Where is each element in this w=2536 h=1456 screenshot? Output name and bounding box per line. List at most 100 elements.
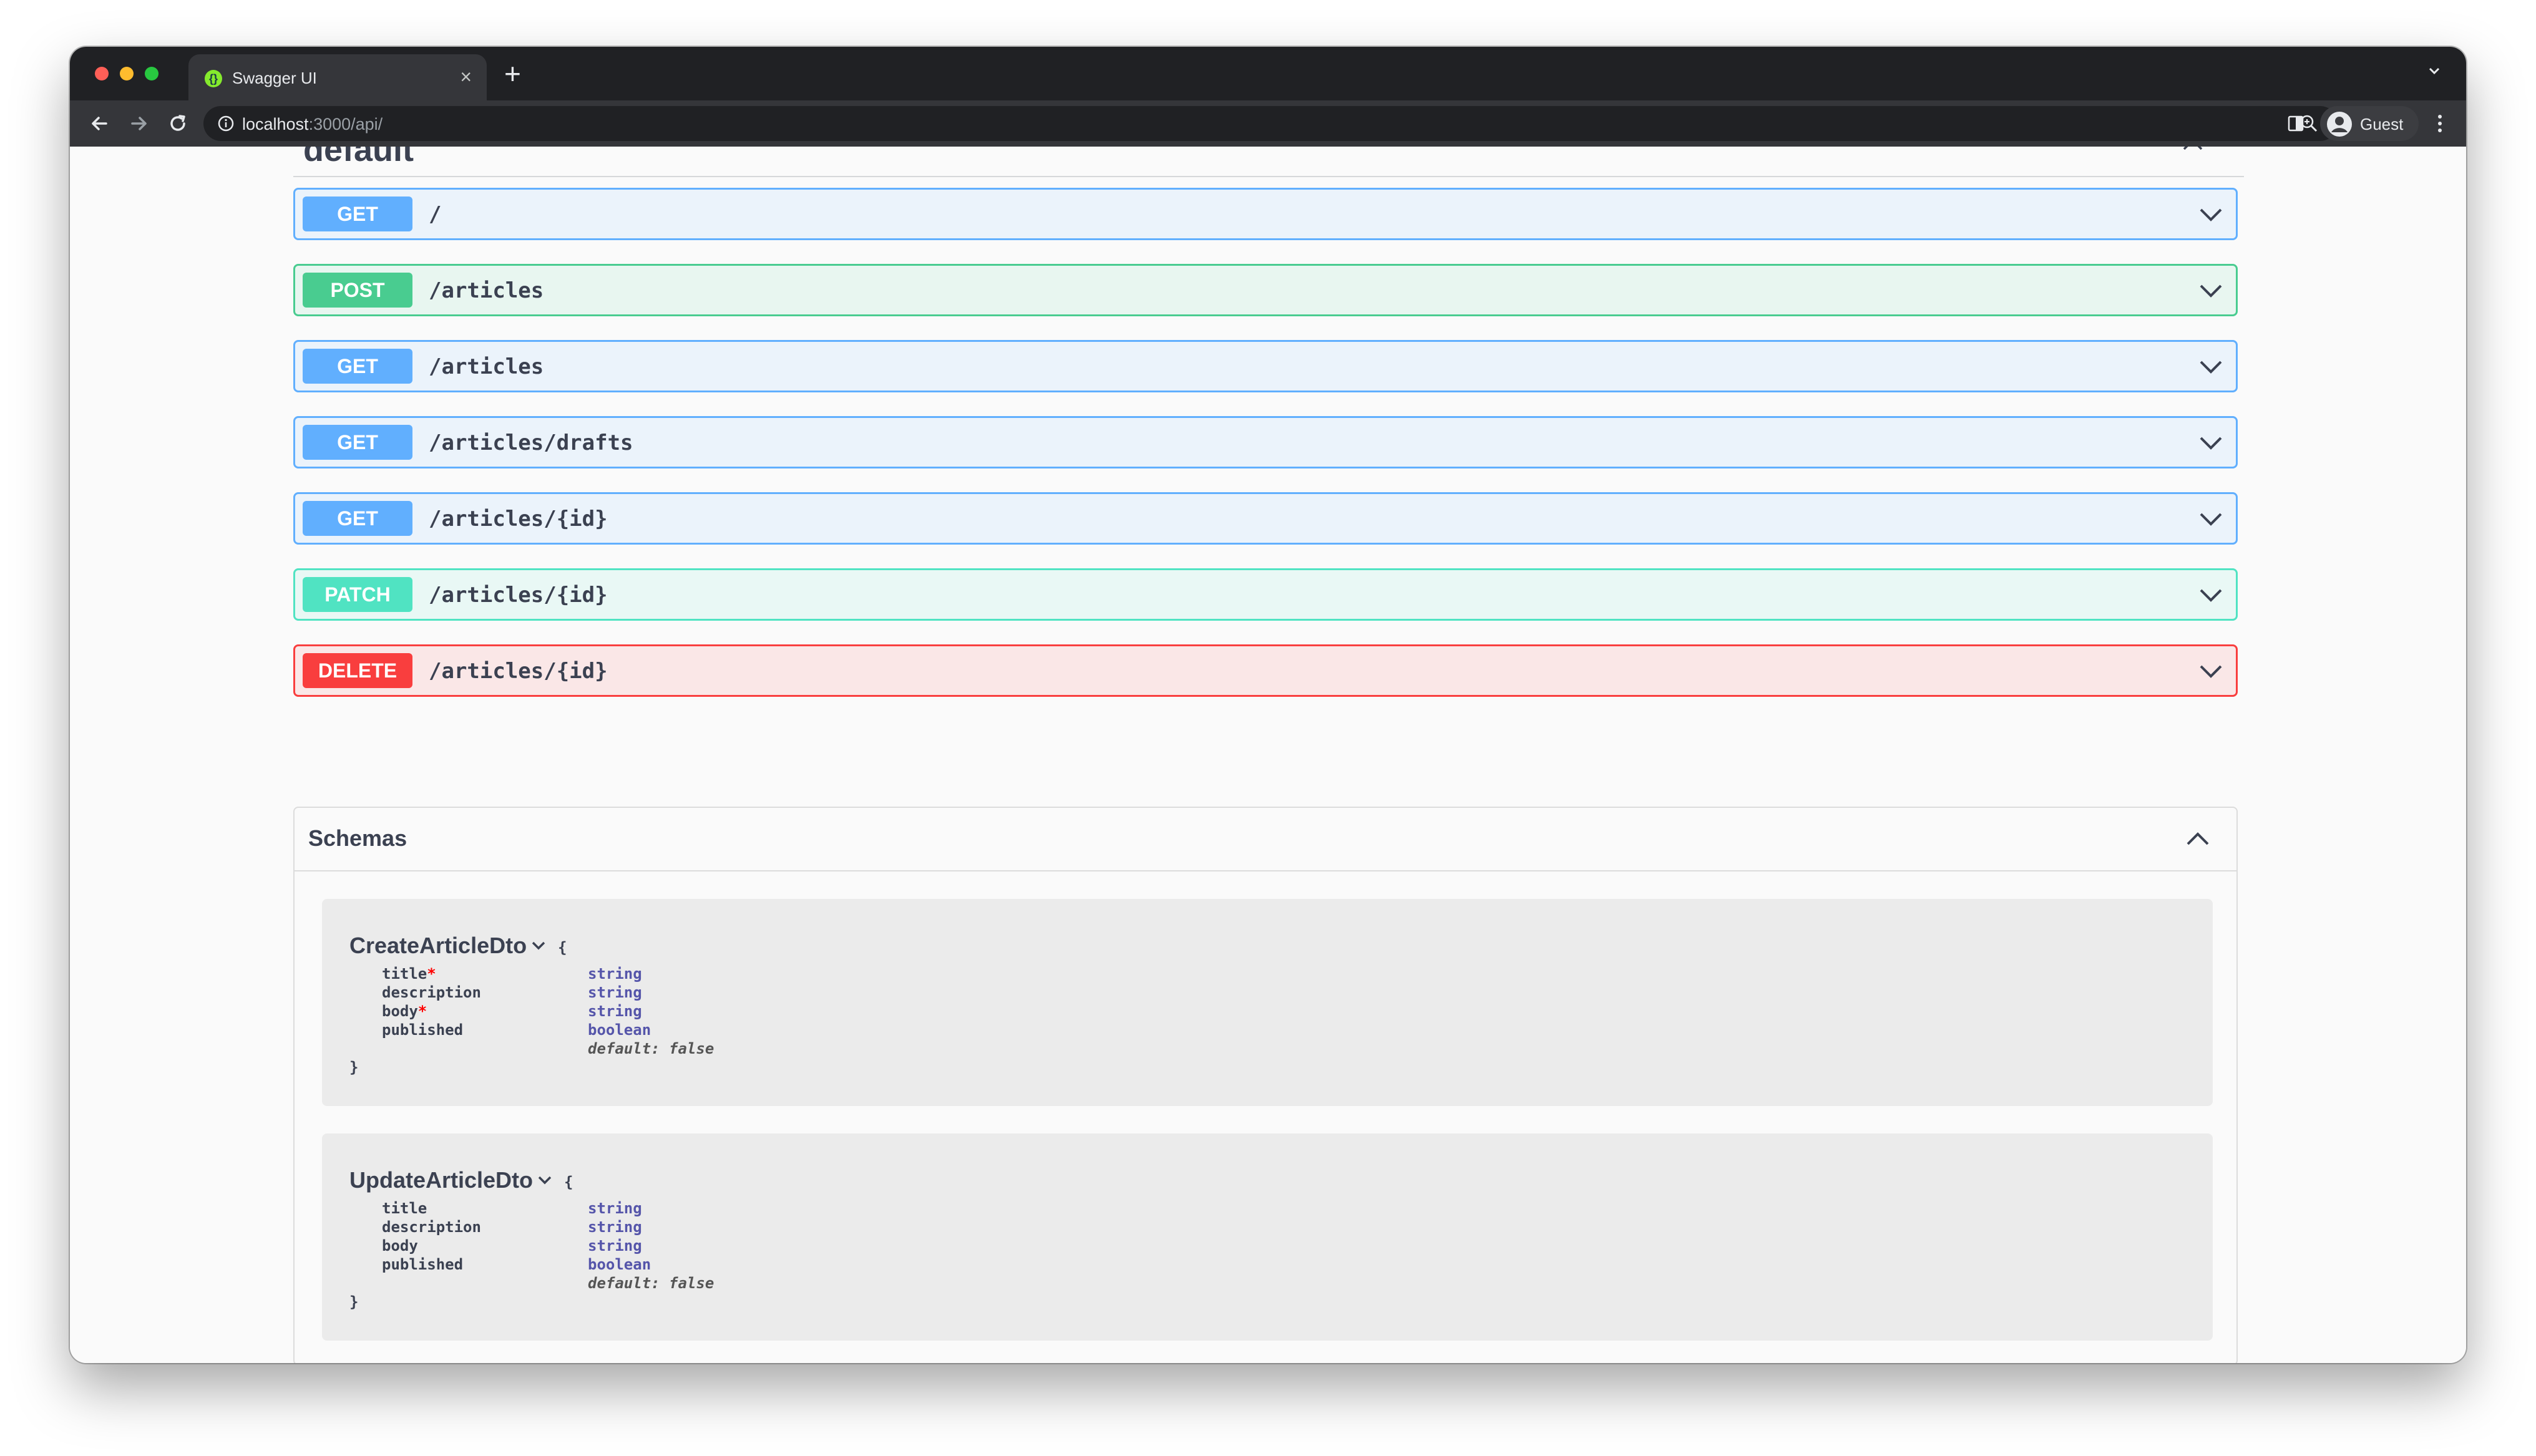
required-marker: *: [427, 965, 436, 983]
chevron-down-icon[interactable]: [2197, 583, 2225, 611]
chevron-down-icon[interactable]: [2197, 507, 2225, 535]
property-type: string: [588, 1218, 642, 1236]
model-create-article-dto: CreateArticleDto { title* string descrip…: [322, 899, 2213, 1106]
property-name: published: [382, 1021, 464, 1039]
url-host: localhost: [242, 115, 309, 133]
reload-icon[interactable]: [166, 112, 190, 138]
property-type: string: [588, 1002, 642, 1020]
model-close-brace: }: [349, 1059, 359, 1076]
operation-patch-article-by-id[interactable]: PATCH /articles/{id}: [293, 568, 2238, 621]
property-type: boolean: [588, 1021, 651, 1039]
model-update-article-dto: UpdateArticleDto { title string descript…: [322, 1133, 2213, 1341]
maximize-window-button[interactable]: [145, 67, 158, 80]
property-name: description: [382, 984, 481, 1001]
site-info-icon[interactable]: [217, 115, 235, 135]
property-name: body*: [382, 1002, 427, 1020]
operation-delete-article-by-id[interactable]: DELETE /articles/{id}: [293, 644, 2238, 697]
property-type: string: [588, 984, 642, 1001]
operation-post-articles[interactable]: POST /articles: [293, 264, 2238, 316]
model-close-brace: }: [349, 1293, 359, 1311]
property-name: description: [382, 1218, 481, 1236]
property-row: published boolean default: false: [382, 1021, 881, 1059]
chevron-down-icon[interactable]: [2197, 278, 2225, 306]
operation-path: /articles/{id}: [429, 583, 608, 608]
profile-avatar-icon: [2326, 111, 2353, 140]
chevron-up-icon[interactable]: [2184, 827, 2212, 855]
method-badge: GET: [303, 197, 412, 231]
schemas-title: Schemas: [308, 825, 407, 851]
profile-label: Guest: [2360, 115, 2404, 133]
section-title[interactable]: default: [303, 147, 414, 168]
browser-toolbar: localhost:3000/api/ Guest: [70, 100, 2466, 147]
property-type: string: [588, 1237, 642, 1255]
url-text: localhost:3000/api/: [242, 115, 383, 134]
browser-tab[interactable]: {} Swagger UI ×: [188, 54, 487, 100]
close-window-button[interactable]: [95, 67, 109, 80]
operation-path: /articles: [429, 278, 544, 303]
chevron-down-icon[interactable]: [2197, 354, 2225, 382]
model-expand-chevron-icon[interactable]: [530, 939, 547, 956]
minimize-window-button[interactable]: [120, 67, 134, 80]
side-panel-icon[interactable]: [2286, 114, 2305, 136]
operation-path: /articles/{id}: [429, 507, 608, 531]
method-badge: GET: [303, 501, 412, 536]
required-marker: *: [417, 1002, 427, 1020]
property-row: description string: [382, 984, 881, 1002]
zoom-icon[interactable]: [2299, 114, 2319, 137]
schemas-header[interactable]: Schemas: [295, 808, 2236, 871]
section-divider: [293, 176, 2244, 177]
property-default: default: false: [588, 1040, 714, 1057]
operation-path: /articles/{id}: [429, 659, 608, 684]
property-type: string: [588, 965, 642, 983]
model-open-brace: {: [558, 939, 567, 956]
operation-get-articles[interactable]: GET /articles: [293, 340, 2238, 392]
model-name[interactable]: CreateArticleDto: [349, 933, 527, 958]
swagger-page: default GET / POST /articles GET /articl…: [70, 147, 2466, 1363]
property-row: title string: [382, 1200, 881, 1218]
operation-path: /articles: [429, 354, 544, 379]
back-arrow-icon[interactable]: [87, 112, 111, 138]
property-row: published boolean default: false: [382, 1256, 881, 1293]
operation-get-articles-drafts[interactable]: GET /articles/drafts: [293, 416, 2238, 468]
method-badge: GET: [303, 425, 412, 460]
schemas-section: Schemas CreateArticleDto { title* string…: [293, 807, 2238, 1363]
property-row: body string: [382, 1237, 881, 1256]
operation-path: /: [429, 202, 442, 227]
method-badge: PATCH: [303, 577, 412, 612]
section-collapse-chevron-icon[interactable]: [2180, 147, 2205, 157]
browser-window: {} Swagger UI × + localhost:3000/api/: [70, 47, 2466, 1363]
model-open-brace: {: [564, 1173, 573, 1191]
model-expand-chevron-icon[interactable]: [537, 1173, 553, 1190]
tab-strip: {} Swagger UI × +: [70, 47, 2466, 100]
property-name: published: [382, 1256, 464, 1273]
property-type: string: [588, 1200, 642, 1217]
property-name: title*: [382, 965, 436, 983]
tab-close-icon[interactable]: ×: [460, 66, 472, 88]
profile-button[interactable]: Guest: [2320, 106, 2419, 141]
property-name: title: [382, 1200, 427, 1217]
model-name[interactable]: UpdateArticleDto: [349, 1167, 534, 1193]
method-badge: POST: [303, 273, 412, 308]
property-row: title* string: [382, 965, 881, 984]
method-badge: GET: [303, 349, 412, 384]
property-name: body: [382, 1237, 418, 1255]
method-badge: DELETE: [303, 653, 412, 688]
chevron-down-icon[interactable]: [2197, 659, 2225, 687]
new-tab-button[interactable]: +: [504, 57, 521, 90]
browser-menu-icon[interactable]: [2435, 112, 2445, 138]
chevron-down-icon[interactable]: [2197, 202, 2225, 230]
operation-get-article-by-id[interactable]: GET /articles/{id}: [293, 492, 2238, 545]
forward-arrow-icon[interactable]: [127, 112, 151, 138]
property-row: description string: [382, 1218, 881, 1237]
property-default: default: false: [588, 1274, 714, 1292]
operation-path: /articles/drafts: [429, 430, 633, 455]
swagger-favicon-icon: {}: [205, 70, 222, 87]
property-type: boolean: [588, 1256, 651, 1273]
url-path: :3000/api/: [308, 115, 383, 133]
chevron-down-icon[interactable]: [2197, 430, 2225, 459]
tab-search-chevron-icon[interactable]: [2425, 62, 2444, 84]
property-row: body* string: [382, 1002, 881, 1021]
address-bar[interactable]: localhost:3000/api/: [203, 106, 2338, 141]
operation-get-root[interactable]: GET /: [293, 188, 2238, 240]
tab-title: Swagger UI: [232, 69, 317, 87]
